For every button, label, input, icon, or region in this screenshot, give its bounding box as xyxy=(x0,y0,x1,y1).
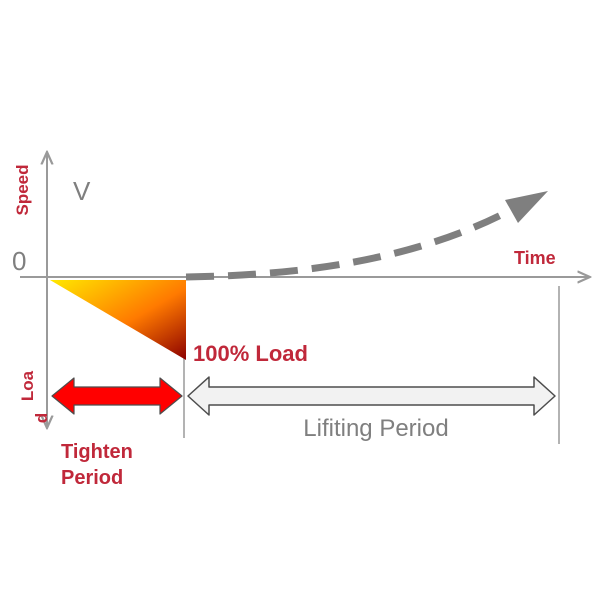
speed-axis-label: Speed xyxy=(13,164,32,215)
tighten-period-label-line1: Tighten xyxy=(61,441,133,463)
speed-curve-dashed xyxy=(185,201,522,281)
zero-label: 0 xyxy=(12,246,26,276)
load-axis-label-part1: Loa xyxy=(18,370,37,401)
lifting-period-label: Lifiting Period xyxy=(303,415,448,442)
load-axis-label-part2: d xyxy=(32,413,51,423)
load-ramp-triangle xyxy=(50,280,186,360)
full-load-label: 100% Load xyxy=(193,341,308,366)
speed-curve-arrowhead xyxy=(505,191,548,223)
time-axis-label: Time xyxy=(514,248,556,268)
tighten-period-label-line2: Period xyxy=(61,467,123,489)
velocity-symbol: V xyxy=(73,176,91,206)
lifting-period-arrow xyxy=(187,376,556,416)
tighten-period-arrow xyxy=(51,377,183,415)
